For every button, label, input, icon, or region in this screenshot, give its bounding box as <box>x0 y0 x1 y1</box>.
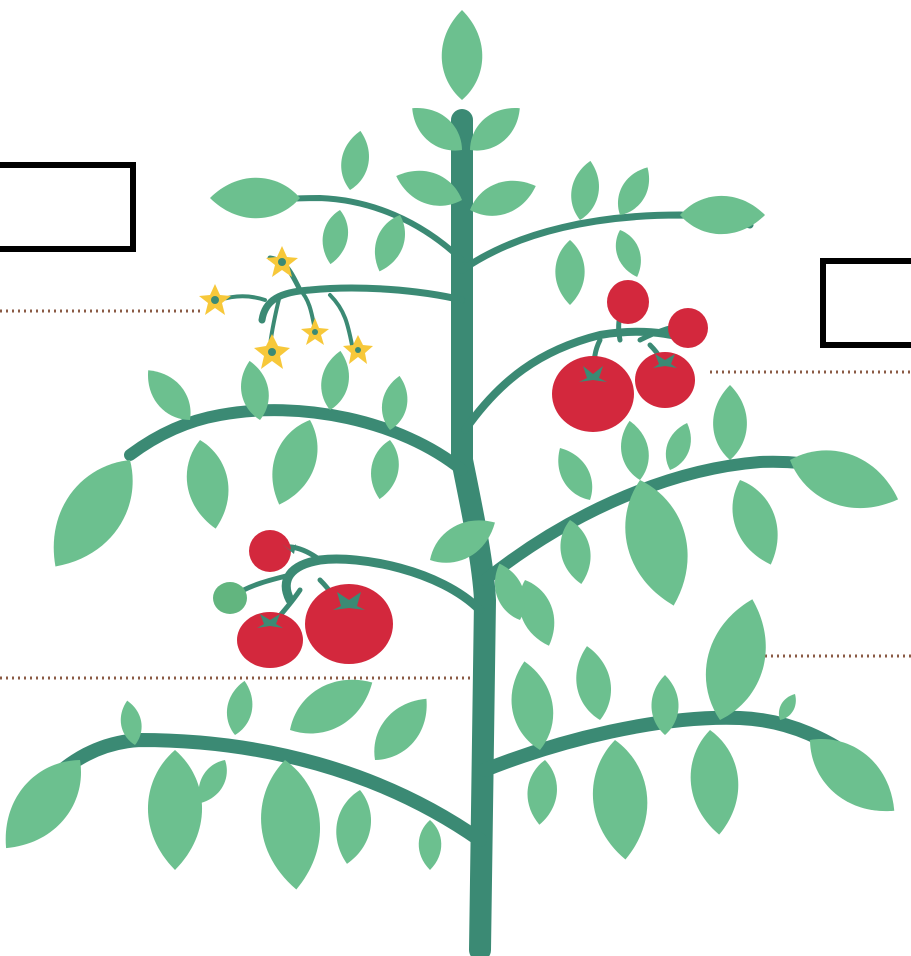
tomato <box>552 356 634 432</box>
leaf <box>441 10 483 101</box>
label-box-right[interactable] <box>820 258 911 348</box>
leaf <box>588 737 653 862</box>
leaf <box>524 758 560 827</box>
flower <box>301 318 329 345</box>
flower <box>266 246 298 277</box>
tomato-unripe <box>213 582 247 614</box>
leaf <box>680 195 765 235</box>
flower <box>199 284 231 315</box>
leaf <box>504 657 560 754</box>
leaf <box>659 419 698 474</box>
leaf <box>692 591 780 728</box>
leaf <box>260 413 330 512</box>
leaf <box>210 177 300 219</box>
label-box-left[interactable] <box>0 162 136 252</box>
flowers <box>199 246 373 369</box>
leaf <box>147 750 203 870</box>
leaf <box>330 787 377 867</box>
leaf <box>713 385 747 460</box>
leaf <box>609 226 648 281</box>
leaf <box>31 443 154 584</box>
leaf <box>616 418 654 483</box>
tomato <box>668 308 708 348</box>
leaf <box>464 171 542 225</box>
leaf <box>180 436 236 533</box>
flower <box>343 335 373 364</box>
leaf <box>570 643 617 723</box>
tomato <box>635 352 695 408</box>
leaf <box>318 207 353 267</box>
tomato <box>237 612 303 668</box>
leaf <box>316 348 354 413</box>
tomato-cluster-upper <box>552 280 708 432</box>
leaf <box>418 820 442 870</box>
flower <box>254 334 290 369</box>
tomato <box>607 280 649 324</box>
leaf <box>336 128 374 193</box>
tomato-cluster-lower <box>213 530 393 668</box>
leaf <box>720 473 790 572</box>
leaf <box>555 240 585 305</box>
tomato <box>249 530 291 572</box>
leaf <box>222 678 257 738</box>
leaf <box>566 158 604 223</box>
leaf <box>255 757 326 893</box>
leader-lines <box>0 309 911 680</box>
tomato <box>305 584 393 664</box>
leaf <box>781 435 907 524</box>
leaf <box>366 437 404 502</box>
leaf <box>361 687 441 772</box>
leaf <box>686 727 743 837</box>
leaf <box>548 441 602 507</box>
